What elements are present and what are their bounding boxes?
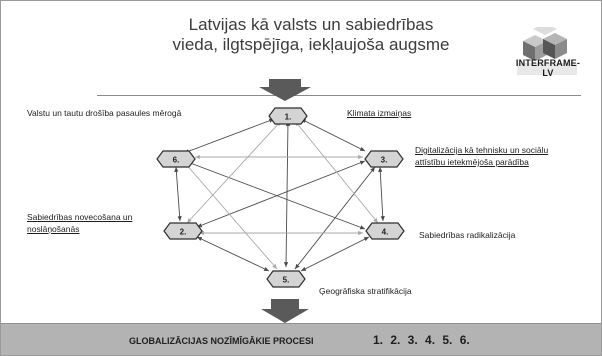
label-node-3-line-1: Digitalizācija kā tehnisku un sociālu [415,145,549,155]
connections-light [184,120,379,270]
node-4: 4. [365,222,405,240]
node-5-number: 5. [283,276,290,285]
label-node-3-line-2: attīstību ietekmējoša parādība [415,157,529,167]
node-1: 1. [268,107,308,125]
node-2-number: 2. [180,228,187,237]
label-node-6: Valstu un tautu drošība pasaules mērogā [27,108,182,118]
label-node-5: Ģeogrāfiska stratifikācija [319,286,412,296]
logo-cubes [517,27,577,75]
footer-bar: GLOBALIZĀCIJAS NOZĪMĪGĀKIE PROCESI 1. 2.… [1,323,601,355]
node-3: 3. [364,150,404,168]
node-3-number: 3. [381,156,388,165]
label-node-3: Digitalizācija kā tehnisku un sociālu at… [415,144,548,168]
node-2: 2. [163,222,203,240]
label-node-4: Sabiedrības radikalizācija [419,230,516,240]
interframe-logo [517,27,577,75]
node-4-number: 4. [382,228,389,237]
node-6-number: 6. [173,156,180,165]
label-node-2-line-1: Sabiedrības novecošana un [27,212,133,222]
connections-dark [174,118,385,272]
label-node-2-line-2: noslāņošanās [27,224,80,234]
label-node-2: Sabiedrības novecošana un noslāņošanās [27,211,132,235]
footer-title: GLOBALIZĀCIJAS NOZĪMĪGĀKIE PROCESI [129,336,314,346]
node-5: 5. [266,270,306,288]
logo-text: INTERFRAME-LV [515,58,581,78]
title-line-1: Latvijas kā valsts un sabiedrības [188,15,434,34]
title-line-2: vieda, ilgtspējīga, iekļaujoša augsme [172,35,450,54]
page-title: Latvijas kā valsts un sabiedrības vieda,… [161,15,461,55]
footer-numbers: 1. 2. 3. 4. 5. 6. [373,333,470,347]
node-6: 6. [156,150,196,168]
top-down-arrow [259,79,311,101]
label-node-1: Klimata izmaiņas [347,108,412,118]
divider [97,95,581,96]
bottom-down-arrow [261,299,309,323]
node-1-number: 1. [285,113,292,122]
